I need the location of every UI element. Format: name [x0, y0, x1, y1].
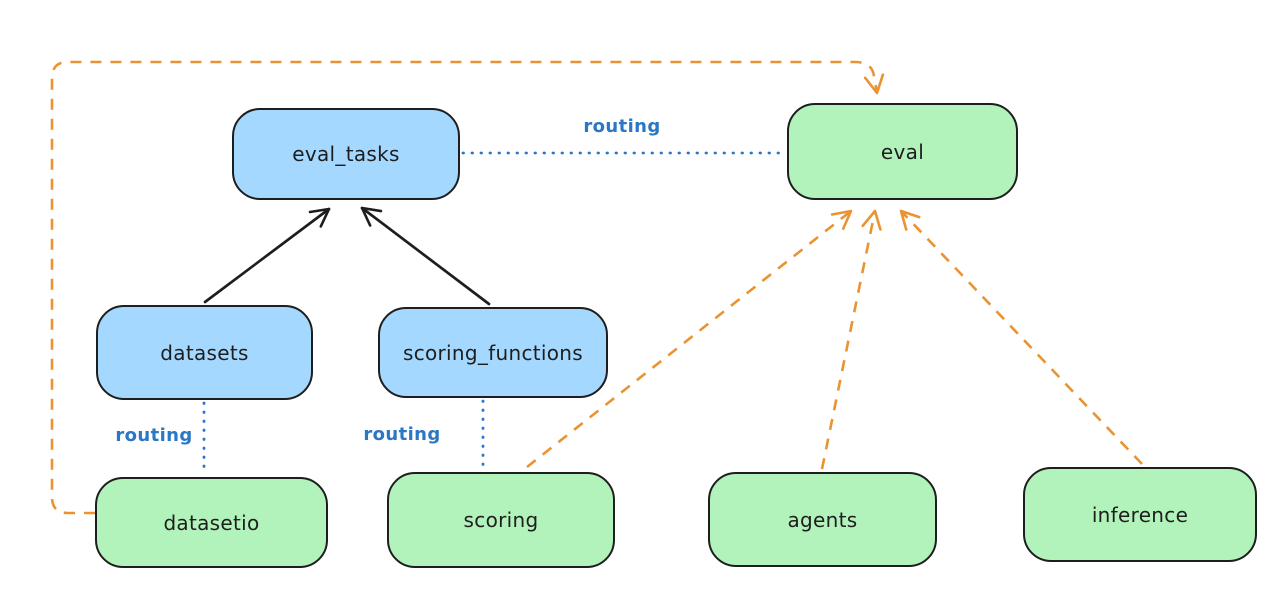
node-scoring-functions: scoring_functions	[378, 307, 608, 398]
edge-scoring-functions-to-eval-tasks	[360, 206, 491, 306]
edge-agents-to-eval	[820, 209, 882, 470]
node-scoring-functions-label: scoring_functions	[402, 340, 584, 365]
node-agents: agents	[708, 472, 937, 567]
edge-label-routing-eval-tasks-eval: routing	[583, 116, 661, 137]
edge-datasetio-to-eval	[50, 60, 885, 515]
node-datasetio-label: datasetio	[163, 510, 260, 535]
node-datasetio: datasetio	[95, 477, 328, 568]
node-eval-tasks: eval_tasks	[232, 108, 460, 200]
node-scoring-label: scoring	[463, 508, 539, 532]
node-eval-tasks-label: eval_tasks	[292, 142, 400, 166]
edge-scoring-to-eval	[526, 209, 853, 469]
edge-datasets-to-eval-tasks	[203, 207, 331, 304]
edge-label-routing-datasets-datasetio: routing	[115, 425, 193, 446]
node-datasets-label: datasets	[160, 340, 249, 365]
node-inference-label: inference	[1091, 502, 1189, 527]
node-scoring: scoring	[387, 472, 615, 568]
node-inference: inference	[1023, 467, 1257, 562]
node-eval-label: eval	[880, 139, 925, 164]
node-datasets: datasets	[96, 305, 313, 400]
edge-inference-to-eval	[899, 209, 1143, 465]
edge-label-routing-scoring-functions-scoring: routing	[363, 424, 441, 445]
node-agents-label: agents	[787, 507, 858, 532]
node-eval: eval	[787, 103, 1018, 200]
